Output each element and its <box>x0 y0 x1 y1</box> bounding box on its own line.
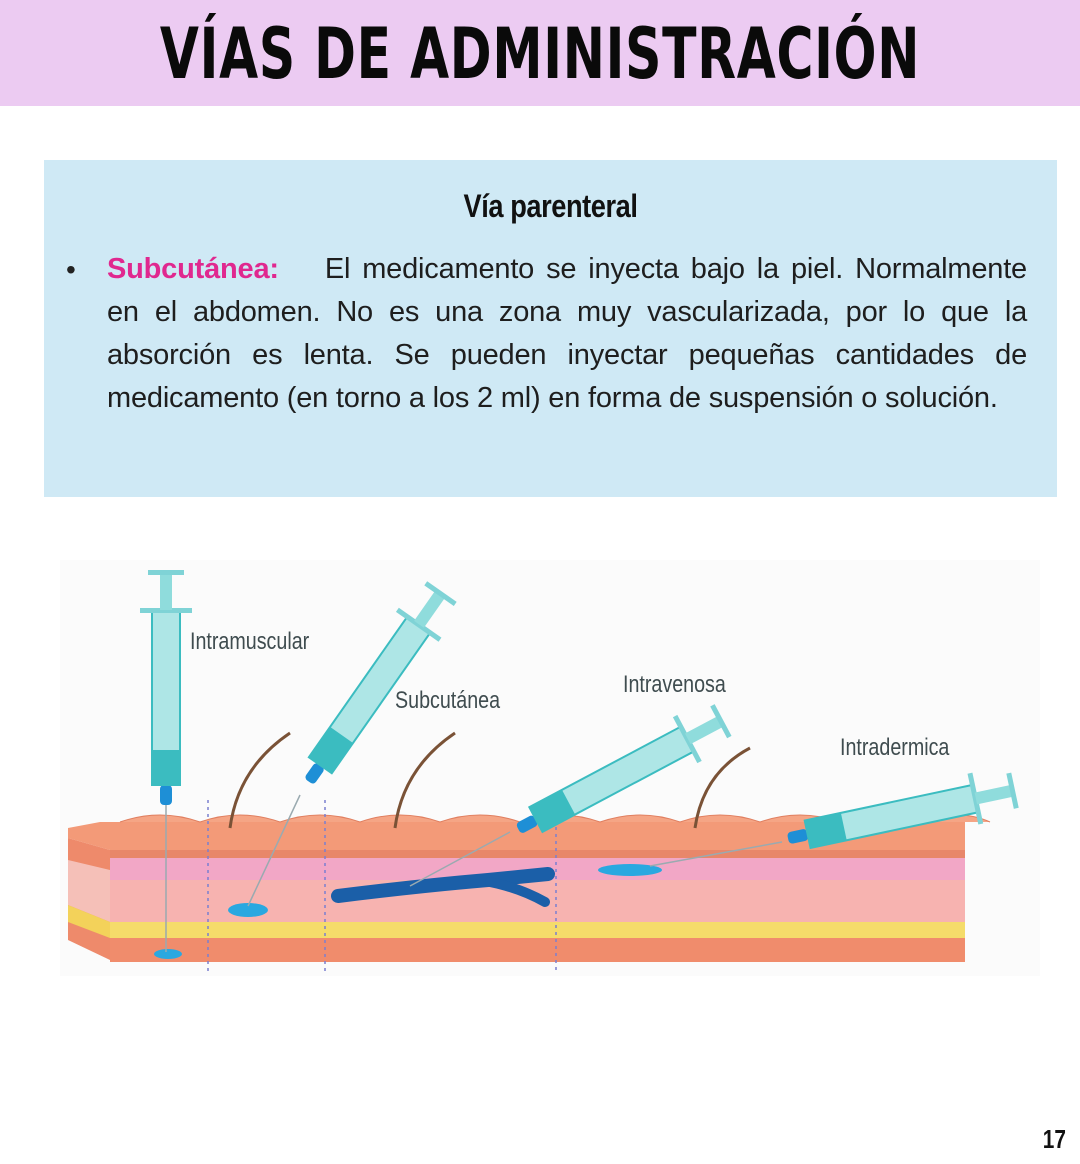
syringe-intravenosa-icon <box>516 704 732 834</box>
label-intradermica: Intradermica <box>840 734 950 761</box>
syringe-subcutanea-icon <box>305 581 457 784</box>
page-number: 17 <box>1042 1124 1066 1154</box>
info-box: Vía parenteral • Subcutánea:El medicamen… <box>44 160 1057 497</box>
route-description-text: El medicamento se inyecta bajo la piel. … <box>107 253 1027 414</box>
section-heading: Vía parenteral <box>463 188 638 224</box>
page-title: VÍAS DE ADMINISTRACIÓN <box>159 13 921 95</box>
header-band <box>0 0 1080 106</box>
bullet-icon: • <box>66 254 76 285</box>
route-description: Subcutánea:El medicamento se inyecta baj… <box>107 248 1027 420</box>
label-intravenosa: Intravenosa <box>623 671 726 698</box>
skin-diagram-svg <box>68 570 1019 972</box>
syringe-intradermica-icon <box>787 772 1019 850</box>
label-subcutanea: Subcutánea <box>395 687 501 714</box>
route-term: Subcutánea: <box>107 253 279 285</box>
label-intramuscular: Intramuscular <box>190 628 310 655</box>
injection-routes-illustration: Intramuscular Subcutánea Intravenosa Int… <box>60 560 1040 976</box>
syringe-intramuscular-icon <box>140 570 192 952</box>
